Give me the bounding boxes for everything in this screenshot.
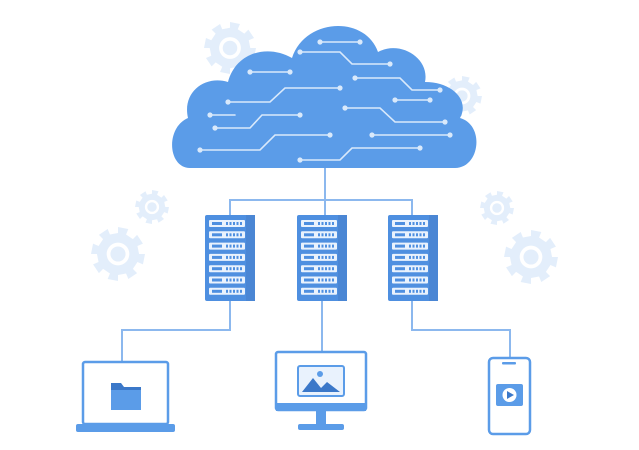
server-slot [301, 265, 337, 273]
gear-icon [480, 191, 514, 225]
connection-lines [121, 168, 511, 362]
server-slot [209, 287, 245, 295]
server-slot [301, 276, 337, 284]
server-slot [301, 220, 337, 227]
server-slot [209, 253, 245, 261]
server-slot [209, 242, 245, 250]
smartphone-icon [487, 356, 532, 436]
laptop-icon [76, 360, 175, 432]
server-slot [392, 220, 428, 227]
gear-icon [91, 227, 145, 281]
image-icon [297, 365, 345, 397]
server-slot [392, 276, 428, 284]
circuit-nodes [197, 39, 453, 163]
folder-icon [111, 383, 141, 410]
servers [205, 215, 438, 301]
server-slot [392, 231, 428, 239]
server-slot [209, 265, 245, 273]
server-slot [301, 253, 337, 261]
server-rack-icon [205, 215, 255, 301]
gears [91, 22, 558, 284]
circuit-traces [199, 41, 451, 161]
server-slot [209, 276, 245, 284]
server-slot [301, 242, 337, 250]
server-slot [301, 231, 337, 239]
gear-icon [504, 230, 558, 284]
server-slot [301, 287, 337, 295]
server-slot [392, 242, 428, 250]
server-slot [209, 220, 245, 227]
server-slot [209, 231, 245, 239]
desktop-monitor-icon [274, 350, 368, 430]
server-slot [392, 253, 428, 261]
server-rack-icon [297, 215, 347, 301]
server-slot [392, 265, 428, 273]
play-video-icon [496, 384, 523, 406]
cloud-icon [172, 26, 477, 168]
gear-icon [135, 190, 169, 224]
server-rack-icon [388, 215, 438, 301]
server-slot [392, 287, 428, 295]
